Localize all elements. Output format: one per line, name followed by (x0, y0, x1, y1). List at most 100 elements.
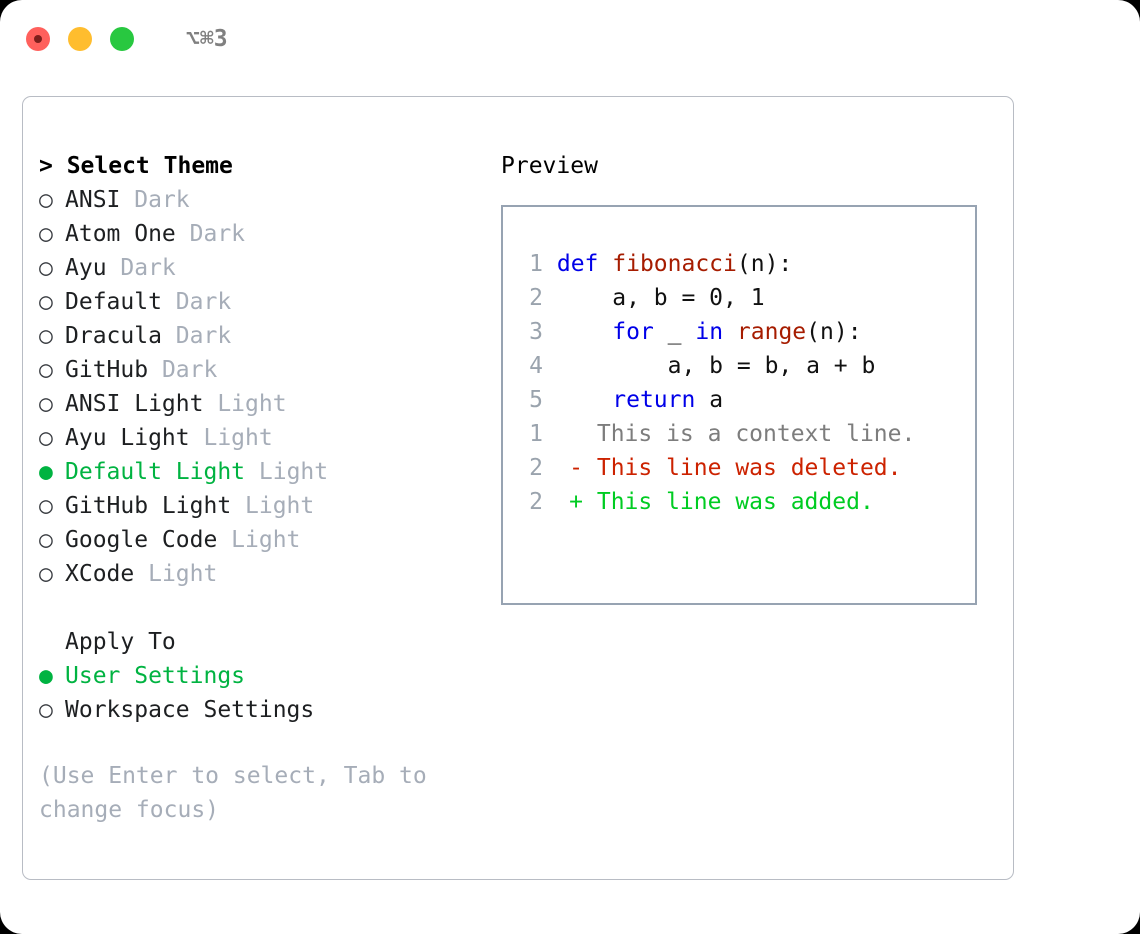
code-gutter-space (543, 319, 557, 345)
theme-option-label: Ayu (65, 255, 121, 281)
theme-option-label: Atom One (65, 221, 190, 247)
code-line: 1 def fibonacci(n): (517, 247, 875, 281)
apply-to-option-user-settings[interactable]: ● User Settings (39, 659, 479, 693)
theme-option-default-light[interactable]: ● Default Light Light (39, 455, 479, 489)
theme-option-label: Dracula (65, 323, 176, 349)
theme-option-tag: Light (217, 391, 287, 417)
code-line-number: 1 (529, 251, 543, 277)
theme-option-default[interactable]: ○ Default Dark (39, 285, 479, 319)
theme-option-label: XCode (65, 561, 149, 587)
code-line-number: 2 (529, 285, 543, 311)
theme-option-tag: Dark (175, 323, 232, 349)
apply-to-option-label: User Settings (65, 663, 246, 689)
theme-option-tag: Light (148, 561, 218, 587)
theme-option-label: Ayu Light (65, 425, 204, 451)
code-line-number: 5 (529, 387, 543, 413)
code-token-plain: a (695, 387, 724, 413)
code-token-plain: (n): (806, 319, 862, 345)
apply-to-header-indent: ○ (39, 625, 65, 659)
theme-option-label: Default Light (65, 459, 259, 485)
theme-option-tag: Light (231, 527, 301, 553)
code-gutter-space (543, 353, 557, 379)
code-token-plain (557, 319, 612, 345)
theme-option-dracula[interactable]: ○ Dracula Dark (39, 319, 479, 353)
theme-option-ayu-light[interactable]: ○ Ayu Light Light (39, 421, 479, 455)
radio-unselected-icon: ○ (39, 289, 67, 315)
code-token-kw: for (612, 319, 654, 345)
radio-unselected-icon: ○ (39, 425, 67, 451)
theme-option-label: Default (65, 289, 176, 315)
radio-unselected-icon: ○ (39, 323, 67, 349)
theme-option-tag: Dark (120, 255, 176, 281)
preview-section: Preview (501, 149, 1001, 183)
diff-line-text: This line was deleted. (583, 455, 902, 481)
theme-option-github-light[interactable]: ○ GitHub Light Light (39, 489, 479, 523)
theme-option-ayu[interactable]: ○ Ayu Dark (39, 251, 479, 285)
apply-to-header: ○ Apply To (39, 625, 479, 659)
theme-option-tag: Light (245, 493, 315, 519)
apply-to-option-workspace-settings[interactable]: ○ Workspace Settings (39, 693, 479, 727)
theme-list: > Select Theme ○ ANSI Dark○ Atom One Dar… (39, 149, 479, 727)
theme-option-ansi[interactable]: ○ ANSI Dark (39, 183, 479, 217)
theme-option-github[interactable]: ○ GitHub Dark (39, 353, 479, 387)
theme-option-label: Google Code (65, 527, 232, 553)
maximize-window-icon[interactable] (110, 27, 134, 51)
code-line-number: 4 (529, 353, 543, 379)
theme-option-google-code[interactable]: ○ Google Code Light (39, 523, 479, 557)
radio-unselected-icon: ○ (39, 357, 67, 383)
theme-option-label: GitHub (65, 357, 162, 383)
diff-line-text: This is a context line. (583, 421, 916, 447)
theme-option-tag: Dark (161, 357, 218, 383)
code-token-kw: def (556, 251, 613, 277)
code-token-plain (557, 387, 612, 413)
apply-to-header-label: Apply To (65, 629, 176, 655)
close-window-icon[interactable] (26, 27, 50, 51)
theme-option-tag: Dark (189, 221, 246, 247)
diff-line-number: 1 (529, 421, 543, 447)
code-gutter-space (543, 251, 557, 277)
code-gutter-space (543, 387, 557, 413)
code-token-kw: return (612, 387, 696, 413)
radio-selected-icon: ● (39, 459, 67, 485)
preview-title: Preview (501, 153, 598, 179)
theme-option-label: ANSI (65, 187, 135, 213)
diff-marker: - (569, 455, 583, 481)
code-line: 5 return a (517, 383, 875, 417)
diff-line: 1 This is a context line. (517, 417, 915, 451)
code-token-plain: a, b = 0, 1 (556, 285, 765, 311)
radio-selected-icon: ● (39, 663, 67, 689)
radio-unselected-icon: ○ (39, 493, 67, 519)
theme-option-xcode[interactable]: ○ XCode Light (39, 557, 479, 591)
theme-option-ansi-light[interactable]: ○ ANSI Light Light (39, 387, 479, 421)
diff-line-number: 2 (529, 455, 543, 481)
theme-option-atom-one[interactable]: ○ Atom One Dark (39, 217, 479, 251)
code-token-plain: (n): (736, 251, 793, 277)
radio-unselected-icon: ○ (39, 255, 67, 281)
radio-unselected-icon: ○ (39, 187, 67, 213)
code-token-plain: a, b = b, a + b (556, 353, 876, 379)
theme-option-tag: Light (203, 425, 273, 451)
spacer (39, 591, 479, 625)
diff-line: 2+ This line was added. (517, 485, 915, 519)
diff-line-text: This line was added. (583, 489, 874, 515)
minimize-window-icon[interactable] (68, 27, 92, 51)
code-line-number: 3 (529, 319, 543, 345)
theme-option-tag: Dark (134, 187, 190, 213)
code-line: 3 for _ in range(n): (517, 315, 875, 349)
theme-option-tag: Light (258, 459, 329, 485)
theme-option-label: ANSI Light (65, 391, 218, 417)
code-token-fn: fibonacci (612, 251, 737, 277)
keyboard-shortcut-label: ⌥⌘3 (186, 26, 228, 52)
radio-unselected-icon: ○ (39, 391, 67, 417)
code-token-kw: in (695, 319, 724, 345)
code-token-plain: _ (653, 319, 696, 345)
traffic-lights (26, 27, 134, 51)
diff-marker: + (569, 489, 583, 515)
keyboard-hint: (Use Enter to select, Tab to change focu… (39, 763, 441, 823)
code-token-plain (723, 319, 737, 345)
code-line: 4 a, b = b, a + b (517, 349, 875, 383)
code-token-fn: range (736, 319, 807, 345)
